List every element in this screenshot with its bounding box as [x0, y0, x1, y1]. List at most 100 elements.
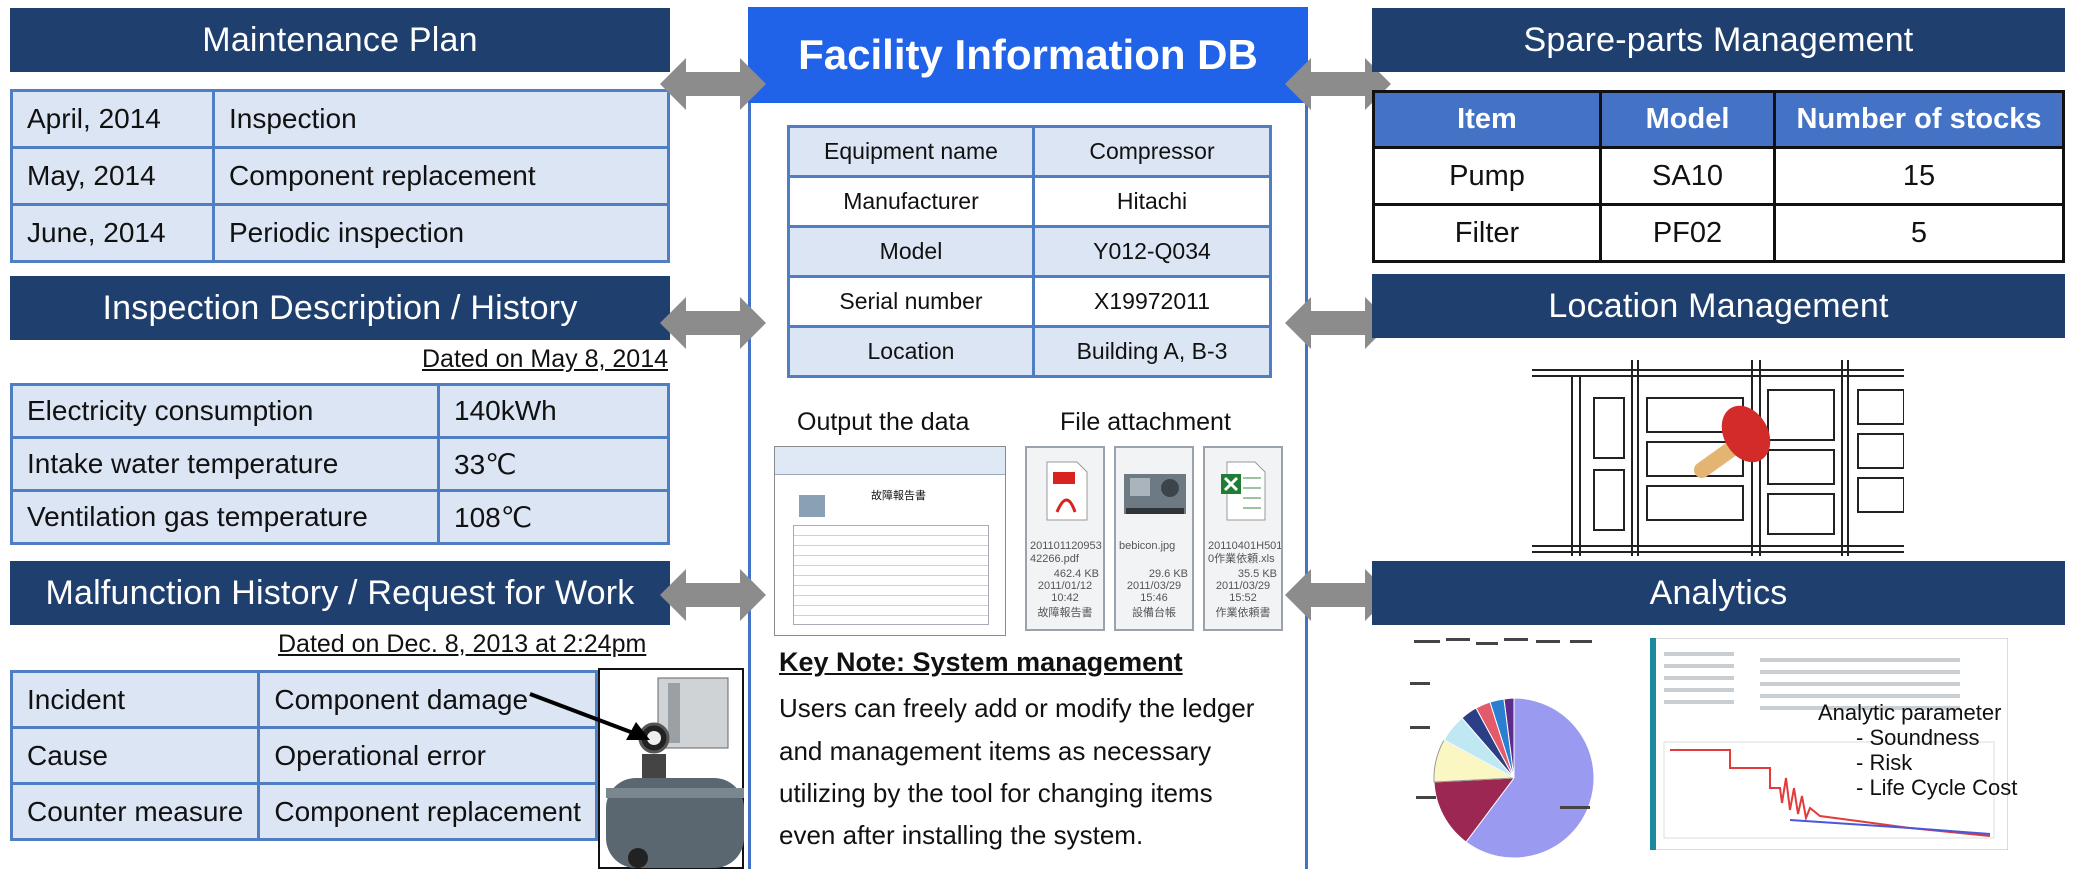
spare-parts-table: Item Model Number of stocks Pump SA10 15…: [1372, 90, 2065, 263]
table-row: Pump SA10 15: [1372, 146, 2065, 206]
compressor-photo: [598, 668, 744, 869]
plan-date: June, 2014: [10, 203, 215, 263]
thumb-ribbon: [775, 447, 1005, 475]
file-name: bebicon.jpg: [1119, 540, 1176, 552]
table-row: June, 2014 Periodic inspection: [10, 203, 670, 263]
location-map[interactable]: [1532, 350, 1904, 556]
file-date: 2011/03/29 15:46: [1126, 580, 1182, 604]
pdf-icon: [1046, 461, 1088, 521]
table-cell: SA10: [1599, 146, 1776, 206]
key-note-line: Users can freely add or modify the ledge…: [779, 693, 1255, 723]
table-row: Filter PF02 5: [1372, 203, 2065, 263]
plan-task: Component replacement: [212, 146, 670, 206]
output-document-thumbnail[interactable]: 故障報告書: [774, 446, 1006, 636]
thumb-doc-title: 故障報告書: [871, 489, 926, 502]
malfunction-value: Operational error: [257, 726, 598, 785]
malfunction-date: Dated on Dec. 8, 2013 at 2:24pm: [278, 630, 647, 658]
analytic-parameter-item: - Soundness: [1856, 725, 1980, 750]
file-date: 2011/03/29 15:52: [1215, 580, 1271, 604]
malfunction-label: Incident: [9, 670, 261, 729]
spare-parts-title: Spare-parts Management: [1523, 20, 1914, 59]
file-name: 20110401H501 0作業依頼.xls: [1208, 540, 1281, 565]
table-row: Model Y012-Q034: [787, 225, 1272, 278]
table-row: Serial number X19972011: [787, 275, 1272, 328]
analytics-header: Analytics: [1372, 561, 2065, 625]
equipment-label: Equipment name: [787, 125, 1035, 178]
table-cell: PF02: [1599, 203, 1776, 263]
inspection-header: Inspection Description / History: [10, 276, 670, 340]
analytic-parameter-item: - Life Cycle Cost: [1856, 775, 2018, 800]
file-desc: 作業依頼書: [1215, 606, 1271, 619]
file-card[interactable]: bebicon.jpg 29.6 KB 2011/03/29 15:46 設備台…: [1114, 446, 1194, 631]
table-row: May, 2014 Component replacement: [10, 146, 670, 206]
file-size: 462.4 KB: [1053, 568, 1099, 580]
maintenance-plan-title: Maintenance Plan: [202, 20, 478, 59]
malfunction-title: Malfunction History / Request for Work: [45, 573, 635, 612]
analytic-parameter-item: - Risk: [1856, 750, 1913, 775]
double-arrow-icon: [660, 569, 766, 621]
table-header-row: Item Model Number of stocks: [1372, 90, 2065, 149]
table-row: Location Building A, B-3: [787, 325, 1272, 378]
file-attachment-caption: File attachment: [1060, 408, 1231, 436]
malfunction-header: Malfunction History / Request for Work: [10, 561, 670, 625]
table-row: Cause Operational error: [9, 726, 598, 785]
equipment-table: Equipment name Compressor Manufacturer H…: [787, 125, 1272, 378]
table-row: Manufacturer Hitachi: [787, 175, 1272, 228]
analytics-trend-thumbnail[interactable]: [1650, 638, 2008, 850]
table-row: Incident Component damage: [9, 670, 598, 729]
double-arrow-icon: [660, 58, 766, 110]
key-note-line: and management items as necessary: [779, 736, 1212, 766]
inspection-value: 33℃: [437, 436, 670, 492]
inspection-label: Intake water temperature: [10, 436, 440, 492]
table-row: Ventilation gas temperature 108℃: [10, 489, 670, 545]
file-card[interactable]: 201101120953 42266.pdf 462.4 KB 2011/01/…: [1025, 446, 1105, 631]
table-cell: Pump: [1372, 146, 1602, 206]
analytic-parameter-title: Analytic parameter: [1818, 700, 2002, 725]
malfunction-label: Counter measure: [9, 782, 261, 841]
map-pin-icon: [1694, 405, 1771, 478]
facility-db-title: Facility Information DB: [798, 31, 1258, 78]
location-title: Location Management: [1548, 286, 1889, 325]
file-desc: 設備台帳: [1132, 606, 1176, 619]
column-header: Number of stocks: [1773, 90, 2065, 149]
table-cell: 15: [1773, 146, 2065, 206]
double-arrow-icon: [1285, 297, 1391, 349]
inspection-label: Ventilation gas temperature: [10, 489, 440, 545]
key-note-line: even after installing the system.: [779, 820, 1144, 850]
thumb-image: [799, 495, 825, 517]
location-header: Location Management: [1372, 274, 2065, 338]
table-cell: 5: [1773, 203, 2065, 263]
file-card[interactable]: 20110401H501 0作業依頼.xls 35.5 KB 2011/03/2…: [1203, 446, 1283, 631]
excel-icon: [1221, 461, 1266, 521]
malfunction-label: Cause: [9, 726, 261, 785]
equipment-value: Compressor: [1032, 125, 1272, 178]
image-icon: [1124, 474, 1186, 514]
analytics-title: Analytics: [1649, 573, 1788, 612]
table-row: April, 2014 Inspection: [10, 89, 670, 149]
inspection-label: Electricity consumption: [10, 383, 440, 439]
facility-db-title-bar: Facility Information DB: [748, 7, 1308, 103]
inspection-table: Electricity consumption 140kWh Intake wa…: [10, 383, 670, 545]
equipment-label: Location: [787, 325, 1035, 378]
key-note-title: Key Note: System management: [779, 647, 1183, 677]
inspection-value: 108℃: [437, 489, 670, 545]
thumb-grid: [793, 525, 989, 625]
file-name: 201101120953 42266.pdf: [1030, 540, 1102, 565]
column-header: Model: [1599, 90, 1776, 149]
table-cell: Filter: [1372, 203, 1602, 263]
analytics-pie-thumbnail[interactable]: [1410, 636, 1616, 862]
file-size: 29.6 KB: [1148, 568, 1188, 580]
file-date: 2011/01/12 10:42: [1037, 580, 1093, 604]
table-row: Electricity consumption 140kWh: [10, 383, 670, 439]
pointer-arrow: [529, 692, 650, 740]
equipment-value: Hitachi: [1032, 175, 1272, 228]
equipment-label: Model: [787, 225, 1035, 278]
double-arrow-icon: [660, 297, 766, 349]
maintenance-plan-header: Maintenance Plan: [10, 8, 670, 72]
plan-date: April, 2014: [10, 89, 215, 149]
file-size: 35.5 KB: [1237, 568, 1277, 580]
table-row: Counter measure Component replacement: [9, 782, 598, 841]
plan-task: Inspection: [212, 89, 670, 149]
double-arrow-icon: [1285, 58, 1391, 110]
double-arrow-icon: [1285, 569, 1391, 621]
